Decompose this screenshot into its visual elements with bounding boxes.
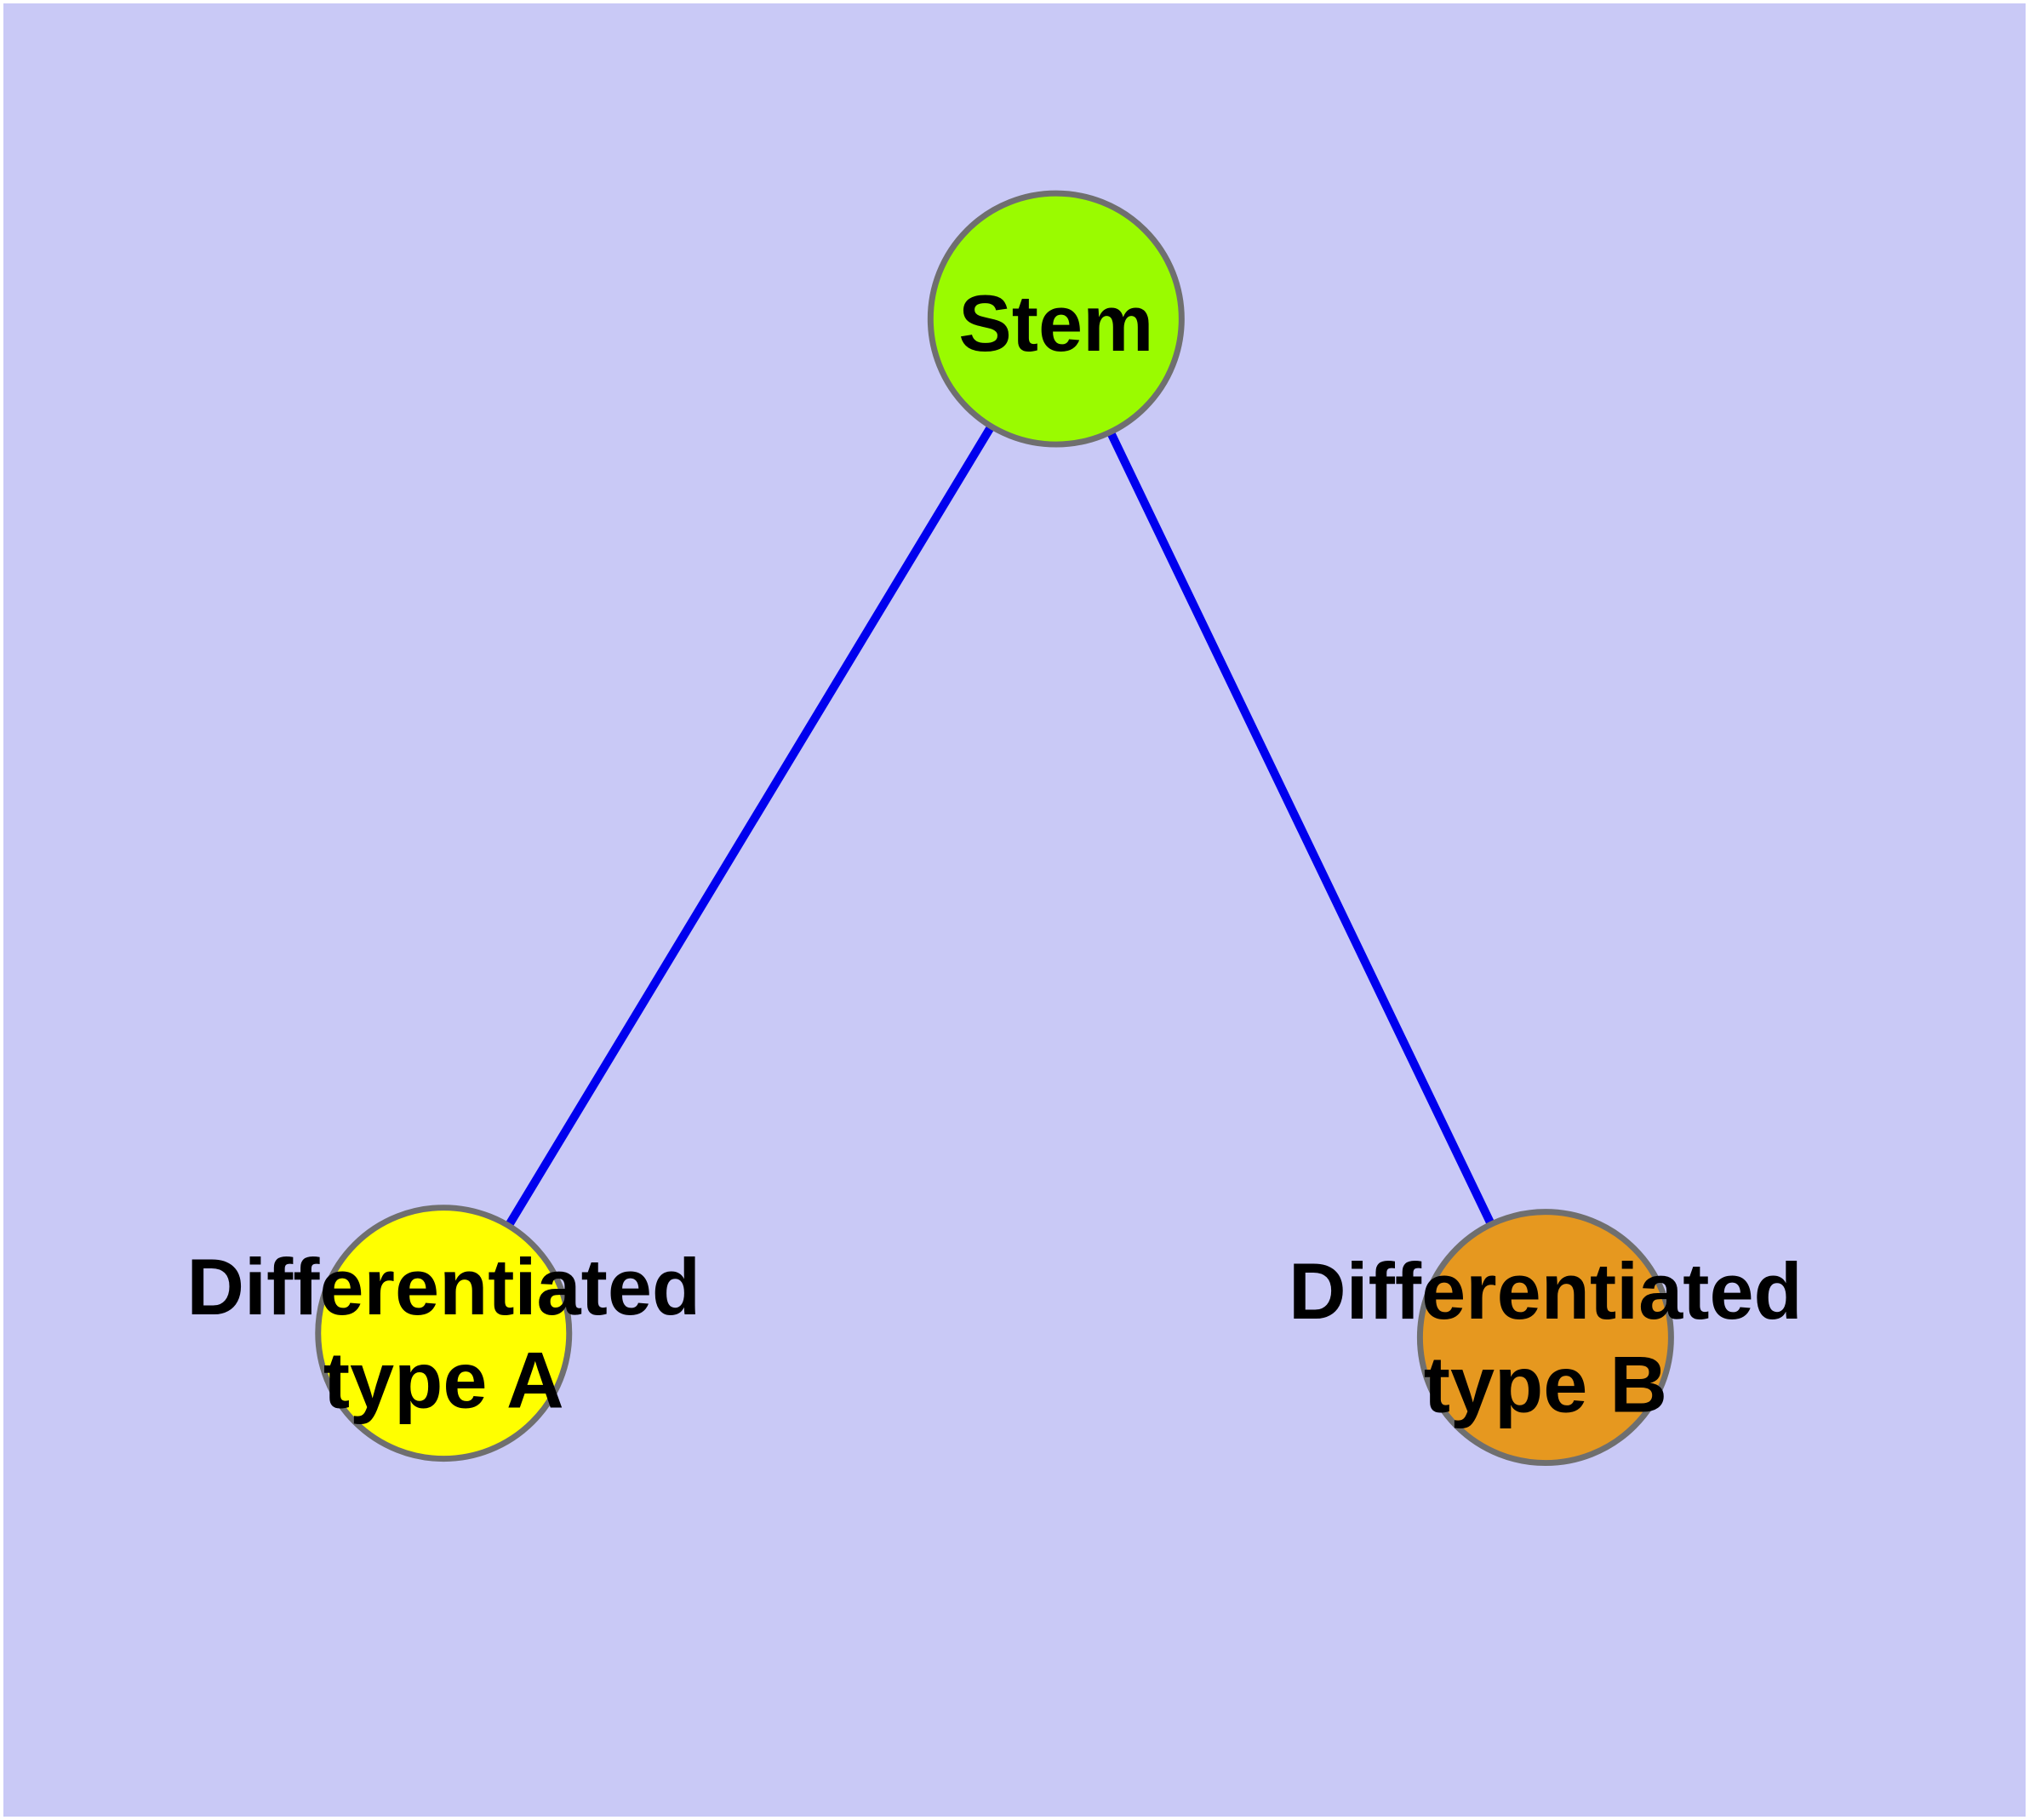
plot-area: Stem Differentiated type A Differentiate… bbox=[3, 3, 2026, 1817]
edge-stem-to-type-b bbox=[1051, 314, 1550, 1342]
node-differentiated-type-a-label-line2: type A bbox=[323, 1335, 564, 1424]
node-differentiated-type-a-label-line1: Differentiated bbox=[186, 1242, 700, 1331]
node-differentiated-type-b-label-line1: Differentiated bbox=[1289, 1246, 1803, 1336]
edge-stem-to-type-a bbox=[439, 314, 1060, 1338]
node-stem-circle bbox=[927, 190, 1185, 448]
node-differentiated-type-b-circle bbox=[1416, 1209, 1674, 1467]
diagram-canvas: Stem Differentiated type A Differentiate… bbox=[3, 3, 2026, 1817]
node-differentiated-type-a-circle bbox=[315, 1205, 573, 1462]
node-differentiated-type-b-label-line2: type B bbox=[1424, 1339, 1667, 1428]
node-stem-label: Stem bbox=[958, 278, 1153, 368]
